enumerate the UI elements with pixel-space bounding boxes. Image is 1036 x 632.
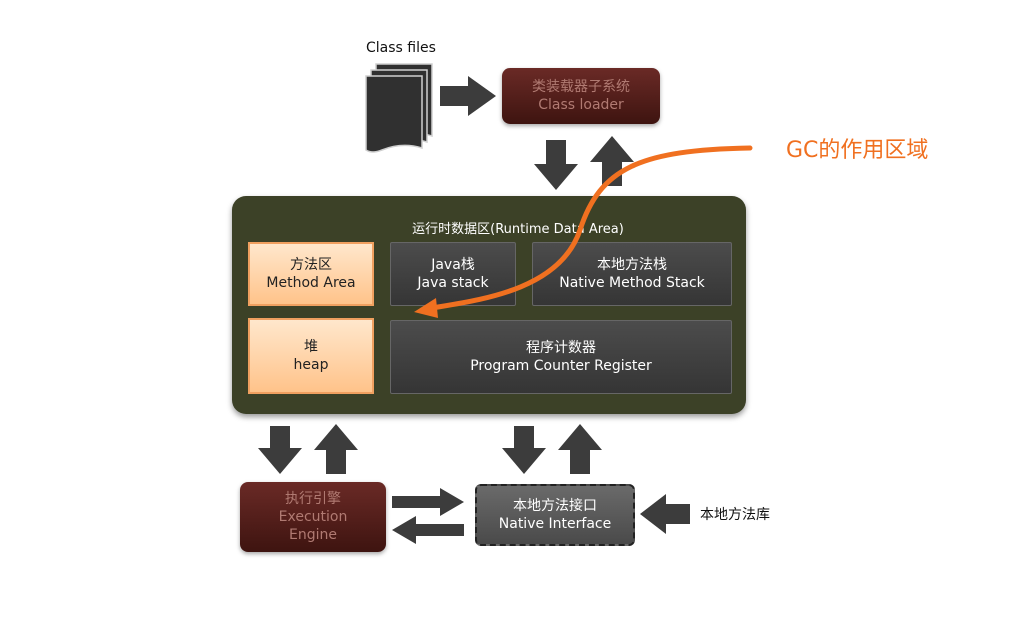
native-interface-cn: 本地方法接口 xyxy=(513,497,597,514)
gc-area-label: GC的作用区域 xyxy=(786,138,929,163)
arrow-left-icon xyxy=(392,516,464,544)
class-loader-en: Class loader xyxy=(538,97,624,113)
native-stack-en: Native Method Stack xyxy=(559,275,705,291)
arrow-up-icon xyxy=(590,136,634,186)
method-area-en: Method Area xyxy=(266,275,356,291)
method-area-box: 方法区 Method Area xyxy=(248,242,374,306)
class-files-label: Class files xyxy=(366,40,436,56)
arrow-down-icon xyxy=(258,426,302,474)
native-interface-en: Native Interface xyxy=(498,516,612,532)
runtime-title: 运行时数据区(Runtime Data Area) xyxy=(412,222,624,237)
heap-box: 堆 heap xyxy=(248,318,374,394)
program-counter-box: 程序计数器 Program Counter Register xyxy=(390,320,732,394)
execution-engine-cn: 执行引擎 xyxy=(285,490,341,507)
class-loader-cn: 类装载器子系统 xyxy=(532,78,630,95)
native-method-stack-box: 本地方法栈 Native Method Stack xyxy=(532,242,732,306)
method-area-cn: 方法区 xyxy=(290,256,332,273)
gc-curve-arrow-icon xyxy=(429,145,753,311)
arrow-up-icon xyxy=(558,424,602,474)
gc-arrowhead-icon xyxy=(414,298,438,318)
arrow-down-icon xyxy=(502,426,546,474)
arrow-right-icon xyxy=(392,488,464,516)
arrow-right-icon xyxy=(440,76,496,116)
java-stack-cn: Java栈 xyxy=(431,256,475,273)
arrow-down-icon xyxy=(534,140,578,190)
heap-en: heap xyxy=(293,357,329,373)
java-stack-en: Java stack xyxy=(417,275,489,291)
execution-engine-en2: Engine xyxy=(289,527,337,544)
pc-register-cn: 程序计数器 xyxy=(526,339,596,356)
arrow-left-icon xyxy=(640,494,690,534)
arrow-up-icon xyxy=(314,424,358,474)
class-loader-box: 类装载器子系统 Class loader xyxy=(502,68,660,124)
heap-cn: 堆 xyxy=(304,338,318,355)
execution-engine-en1: Execution xyxy=(278,508,348,525)
execution-engine-box: 执行引擎 Execution Engine xyxy=(240,482,386,552)
native-stack-cn: 本地方法栈 xyxy=(597,256,667,273)
native-interface-box: 本地方法接口 Native Interface xyxy=(475,484,635,546)
native-library-label: 本地方法库 xyxy=(700,507,770,523)
document-stack-icon xyxy=(365,63,433,153)
pc-register-en: Program Counter Register xyxy=(470,358,652,374)
